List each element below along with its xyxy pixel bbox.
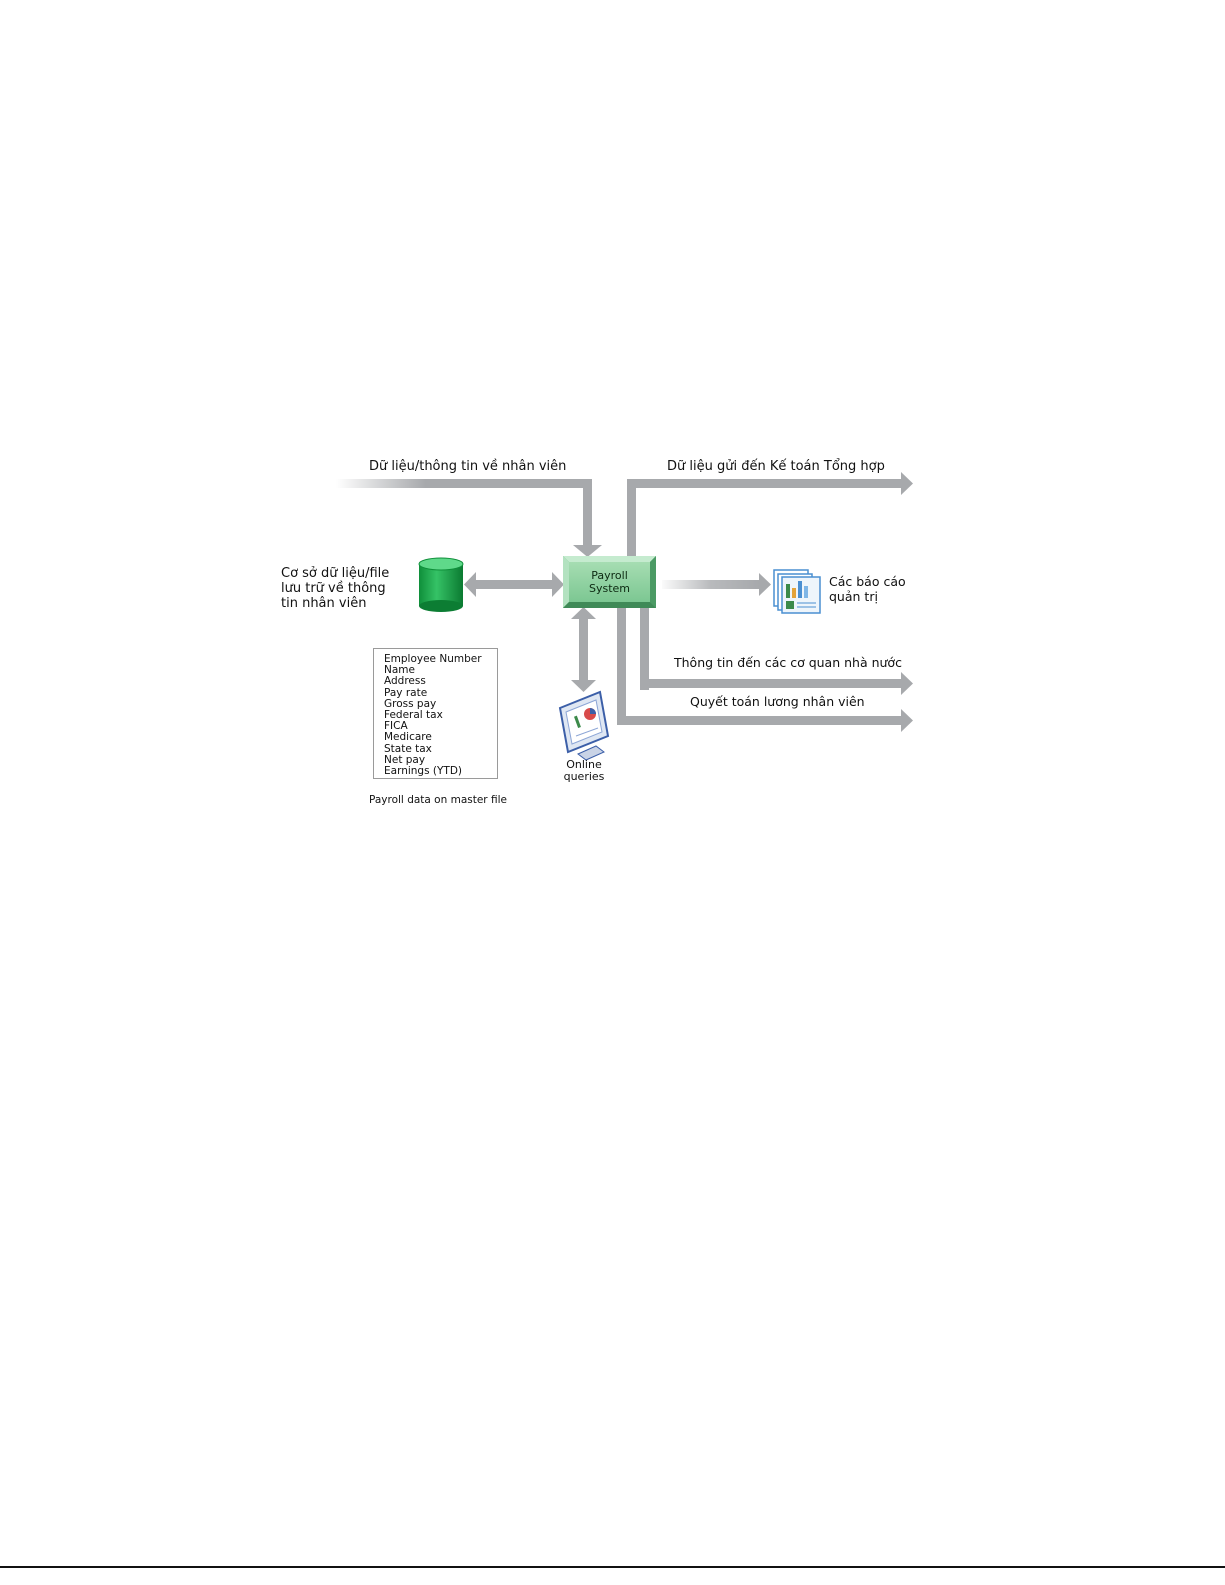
master-field-item: Medicare (384, 731, 432, 744)
gl-data-arrow (627, 472, 913, 557)
bottom-rule (0, 1566, 1225, 1568)
master-field-item: Net pay (384, 753, 426, 766)
gov-info-arrow (640, 608, 913, 695)
online-label-line2: queries (563, 770, 605, 783)
master-field-item: Federal tax (384, 709, 443, 722)
gl-data-label: Dữ liệu gửi đến Kế toán Tổng hợp (667, 459, 885, 474)
reports-label-line2: quản trị (829, 589, 878, 604)
database-label-line2: lưu trữ về thông (281, 581, 386, 596)
employee-data-label: Dữ liệu/thông tin về nhân viên (369, 459, 567, 474)
settlement-label: Quyết toán lương nhân viên (690, 694, 865, 709)
payroll-label-line2: System (588, 582, 631, 595)
master-field-item: Name (384, 664, 415, 677)
employee-data-arrow (336, 479, 602, 557)
master-field-item: State tax (384, 742, 432, 755)
payroll-label-line1: Payroll (591, 569, 628, 582)
master-field-item: Gross pay (384, 697, 437, 710)
gov-info-label: Thông tin đến các cơ quan nhà nước (674, 655, 902, 670)
online-queries-double-arrow (571, 607, 596, 692)
reports-label: Các báo cáo quản trị (829, 574, 906, 604)
database-icon (418, 557, 464, 612)
database-double-arrow (464, 572, 564, 597)
database-label-line3: tin nhân viên (281, 596, 367, 611)
master-field-item: Earnings (YTD) (384, 765, 463, 778)
master-field-item: Pay rate (384, 686, 428, 699)
database-label-line1: Cơ sở dữ liệu/file (281, 566, 390, 581)
master-field-item: Address (384, 675, 426, 688)
database-label: Cơ sở dữ liệu/file lưu trữ về thông tin … (281, 566, 389, 611)
reports-label-line1: Các báo cáo (829, 574, 906, 589)
computer-monitor-icon (558, 690, 610, 761)
reports-arrow (662, 573, 771, 596)
settlement-arrow (617, 608, 913, 732)
master-field-item: FICA (384, 720, 408, 733)
master-field-item: Employee Number (384, 653, 482, 665)
online-queries-label: Online queries (553, 759, 615, 783)
online-label-line1: Online (566, 758, 602, 771)
payroll-system-box (563, 556, 656, 608)
report-documents-icon (773, 569, 821, 614)
master-file-caption: Payroll data on master file (369, 794, 507, 806)
payroll-system-label: Payroll System (569, 569, 650, 595)
